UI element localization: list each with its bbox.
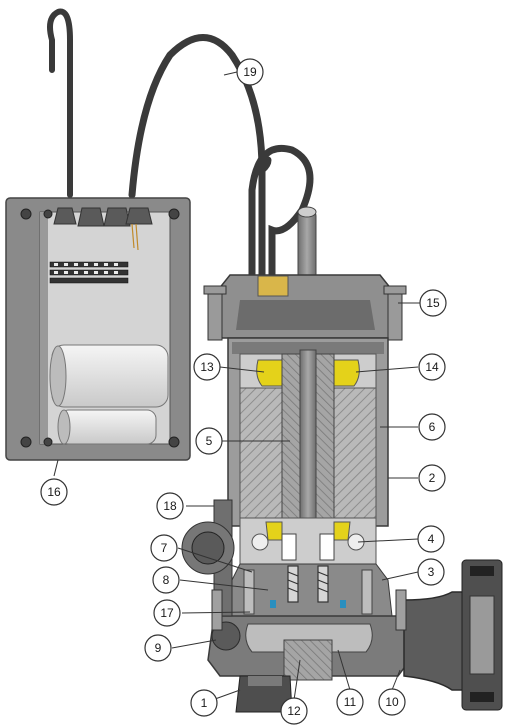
- cable-glands: [53, 207, 153, 227]
- callout-label: 8: [163, 573, 170, 587]
- side-junction-18: [181, 499, 235, 617]
- callout-label: 15: [426, 296, 440, 310]
- callout-15: 15: [419, 289, 447, 317]
- callout-6: 6: [418, 413, 446, 441]
- callout-circle: [150, 534, 178, 562]
- callout-1: 1: [190, 689, 218, 717]
- lifting-handle: [297, 209, 317, 281]
- callout-12: 12: [280, 697, 308, 725]
- callout-5: 5: [195, 427, 223, 455]
- callout-circle: [418, 464, 446, 492]
- impeller-11: [245, 623, 373, 653]
- callout-label: 4: [428, 532, 435, 546]
- pump-assembly: [181, 206, 503, 713]
- callout-label: 16: [47, 485, 61, 499]
- capacitor-large: [49, 344, 169, 408]
- callout-circle: [156, 492, 184, 520]
- control-box-hook-cable: [47, 8, 73, 198]
- callout-circle: [378, 688, 406, 716]
- callout-leaders: [53, 71, 420, 704]
- callout-label: 18: [163, 499, 177, 513]
- box-screws: [20, 208, 180, 448]
- callout-label: 11: [344, 695, 357, 709]
- callout-label: 14: [425, 360, 439, 374]
- callout-label: 7: [161, 541, 168, 555]
- callout-label: 17: [160, 606, 174, 620]
- callout-16: 16: [40, 478, 68, 506]
- callout-13: 13: [193, 353, 221, 381]
- callout-circle: [336, 688, 364, 716]
- bearing-seal-13: [256, 359, 283, 387]
- capacitor-small: [57, 409, 157, 445]
- flange-bolts-15: [203, 285, 407, 341]
- callout-circle: [195, 427, 223, 455]
- callout-label: 10: [385, 695, 399, 709]
- callout-7: 7: [150, 534, 178, 562]
- callout-10: 10: [378, 688, 406, 716]
- callout-circle: [153, 599, 181, 627]
- callout-label: 13: [200, 360, 214, 374]
- terminal-strip: [49, 261, 129, 284]
- callout-label: 6: [429, 420, 436, 434]
- discharge-pipe: [403, 591, 471, 691]
- callout-circle: [419, 289, 447, 317]
- callout-circle: [417, 525, 445, 553]
- mechanical-seal-springs: [287, 565, 329, 603]
- bearing-seal-14: [333, 359, 360, 387]
- callout-label: 2: [429, 471, 436, 485]
- callout-circle: [418, 413, 446, 441]
- callout-8: 8: [152, 566, 180, 594]
- callout-label: 12: [287, 704, 301, 718]
- callout-label: 3: [428, 565, 435, 579]
- callout-2: 2: [418, 464, 446, 492]
- power-cables: [47, 8, 314, 279]
- control-box-interior: [39, 211, 171, 445]
- callout-circle: [417, 558, 445, 586]
- callout-17: 17: [153, 599, 181, 627]
- control-box: [5, 197, 191, 461]
- callout-3: 3: [417, 558, 445, 586]
- callout-label: 1: [201, 696, 208, 710]
- cable-loop: [248, 145, 314, 279]
- callout-14: 14: [418, 353, 446, 381]
- callout-circle: [418, 353, 446, 381]
- casing-bolts: [211, 589, 407, 631]
- callout-9: 9: [144, 634, 172, 662]
- cable-19: [128, 34, 266, 279]
- callout-circle: [236, 58, 264, 86]
- callout-11: 11: [336, 688, 364, 716]
- callout-circle: [280, 697, 308, 725]
- callout-18: 18: [156, 492, 184, 520]
- callout-circle: [144, 634, 172, 662]
- ball-bearings: [281, 533, 335, 561]
- callout-label: 5: [206, 434, 213, 448]
- callout-label: 9: [155, 641, 162, 655]
- callout-circle: [152, 566, 180, 594]
- callout-19: 19: [236, 58, 264, 86]
- callout-4: 4: [417, 525, 445, 553]
- callout-circle: [40, 478, 68, 506]
- callout-circle: [190, 689, 218, 717]
- callout-label: 19: [243, 65, 257, 79]
- callout-circle: [193, 353, 221, 381]
